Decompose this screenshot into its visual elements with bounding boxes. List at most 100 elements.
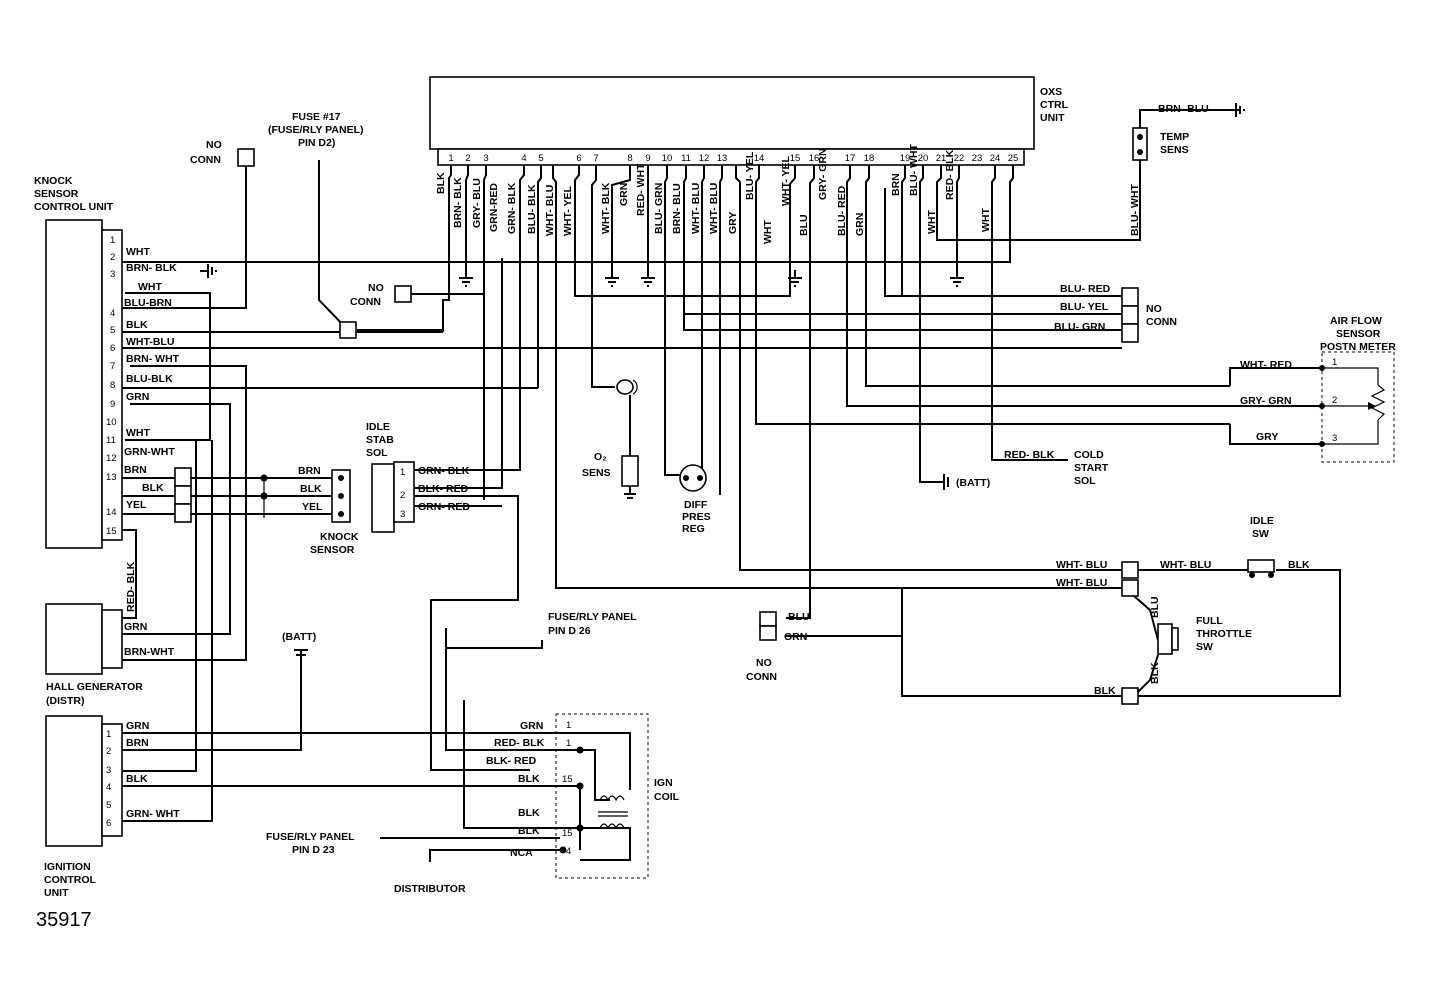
ecu-pin: 17 xyxy=(845,153,856,164)
no-conn-label: NO xyxy=(756,657,772,669)
wire-label: BRN- WHT xyxy=(126,353,180,365)
fuse-rly-label: PIN D 23 xyxy=(292,844,335,856)
wire-label: BRN xyxy=(126,737,149,749)
unit-label: UNIT xyxy=(1040,112,1065,124)
wire-label: GRY- GRN xyxy=(817,148,829,200)
ign-coil-label: COIL xyxy=(654,791,680,803)
knock-sensor: BRN BLK YEL KNOCK SENSOR xyxy=(298,465,359,556)
ecu-pin: 7 xyxy=(593,153,598,164)
knock-sensor-connector xyxy=(174,467,192,523)
no-conn-right: BLU- RED BLU- YEL BLU- GRN NO CONN xyxy=(1054,283,1177,343)
wire-label: BRN xyxy=(124,464,147,476)
distributor: DISTRIBUTOR xyxy=(394,883,466,895)
pin-number: 8 xyxy=(110,380,115,391)
diff-label: PRES xyxy=(682,511,711,523)
knock-unit-wire-labels: WHT BRN- BLK WHT BLU-BRN BLK WHT-BLU BRN… xyxy=(124,246,180,511)
pin-number: 14 xyxy=(106,507,117,518)
full-throttle-label: FULL xyxy=(1196,615,1223,627)
wire-label: BLK xyxy=(142,482,164,494)
wire-label: WHT- BLU xyxy=(690,183,702,234)
wire-label: BLK xyxy=(1149,662,1161,684)
pin-number: 3 xyxy=(400,509,405,520)
wire-label: WHT xyxy=(126,246,150,258)
wire-label: BLK xyxy=(518,807,540,819)
wire-label: GRY xyxy=(727,212,739,234)
pin-number: 4 xyxy=(110,308,115,319)
wire-label: BRN- BLU xyxy=(671,183,683,234)
wire-label: BRN- BLK xyxy=(452,177,464,228)
pin-number: 2 xyxy=(110,252,115,263)
ecu-pin: 10 xyxy=(662,153,673,164)
ignition-unit-label: IGNITION xyxy=(44,861,91,873)
no-conn-bottom: BLU GRN NO CONN xyxy=(746,611,810,683)
pin-number: 3 xyxy=(110,269,115,280)
wire-label: GRY xyxy=(1256,431,1278,443)
ecu-pin: 5 xyxy=(538,153,543,164)
wire-label: BLU- RED xyxy=(836,185,848,236)
pin-number: 10 xyxy=(106,417,117,428)
pin-number: 5 xyxy=(110,325,115,336)
knock-unit-label-3: CONTROL UNIT xyxy=(34,201,114,213)
wire-label: RED- BLK xyxy=(944,149,956,200)
batt-label: (BATT) xyxy=(956,477,990,489)
wire-label: BLU- RED xyxy=(1060,283,1111,295)
wire-label: RED- BLK xyxy=(125,561,137,612)
wire-label: BLK xyxy=(126,319,148,331)
wire-label: GRN xyxy=(784,631,807,643)
hall-generator-label: (DISTR) xyxy=(46,695,85,707)
no-conn-label: CONN xyxy=(746,671,777,683)
o2-sensor: O₂ SENS xyxy=(582,379,639,499)
pin-number: 11 xyxy=(106,435,116,446)
ecu-pin: 22 xyxy=(954,153,965,164)
ignition-coil: 1 1 15 15 4 GRN RED- BLK BLK- RED BLK BL… xyxy=(486,713,680,879)
no-conn-label: CONN xyxy=(350,296,381,308)
wire-label: WHT- RED xyxy=(1240,359,1292,371)
wire-label: RED- BLK xyxy=(494,737,545,749)
wire-label: BLK xyxy=(518,773,540,785)
ecu-pin: 3 xyxy=(483,153,488,164)
pin-number: 12 xyxy=(106,453,117,464)
wire-label: BLU- BLK xyxy=(526,184,538,234)
pin-number: 3 xyxy=(106,765,111,776)
oxs-label: OXS xyxy=(1040,86,1062,98)
ign-coil-label: IGN xyxy=(654,777,673,789)
ecu-pin: 16 xyxy=(809,153,820,164)
pin-number: 15 xyxy=(562,774,573,785)
ground-icon xyxy=(605,270,619,287)
idle-stab-label: STAB xyxy=(366,434,394,446)
wire-label: WHT- BLU xyxy=(1056,577,1107,589)
pin-number: 3 xyxy=(1332,433,1337,444)
ignition-control-unit: 1 2 3 4 5 6 GRN BRN BLK GRN- WHT IGNITIO… xyxy=(44,715,180,899)
ground-icon xyxy=(788,270,802,287)
wire-label: GRY- GRN xyxy=(1240,395,1292,407)
cold-start-label: START xyxy=(1074,462,1109,474)
wire-label: BRN xyxy=(890,173,902,196)
wire-label: BLK xyxy=(1094,685,1116,697)
wire-label: GRN xyxy=(520,720,543,732)
wire-label: BLU xyxy=(1149,596,1161,618)
no-conn-mid: NO CONN xyxy=(350,282,412,308)
wire-label: WHT-BLU xyxy=(126,336,174,348)
wire-label: WHT- BLK xyxy=(600,182,612,234)
wire-label: WHT xyxy=(126,427,150,439)
battery-icon xyxy=(294,649,308,660)
wire-label: BLK xyxy=(300,483,322,495)
pin-number: 1 xyxy=(400,467,405,478)
batt-bottom: (BATT) xyxy=(282,631,316,643)
wire-label: GRN xyxy=(854,213,866,236)
fuse-label: (FUSE/RLY PANEL) xyxy=(268,124,363,136)
distributor-label: DISTRIBUTOR xyxy=(394,883,466,895)
ignition-unit-label: UNIT xyxy=(44,887,69,899)
pin-number: 15 xyxy=(106,526,117,537)
ecu-pin: 9 xyxy=(645,153,650,164)
knock-sensor-label: SENSOR xyxy=(310,544,355,556)
wire-label: GRN- BLK xyxy=(506,182,518,234)
wire-label: RED- WHT xyxy=(635,163,647,216)
full-throttle-label: SW xyxy=(1196,641,1213,653)
fuse-rly-d23: FUSE/RLY PANEL PIN D 23 xyxy=(266,831,355,856)
pin-number: 2 xyxy=(400,490,405,501)
ecu-pin: 21 xyxy=(936,153,947,164)
temp-sensor: BRN- BLU BLU- WHT TEMP SENS xyxy=(1129,103,1209,236)
fuse-label: FUSE #17 xyxy=(292,111,341,123)
